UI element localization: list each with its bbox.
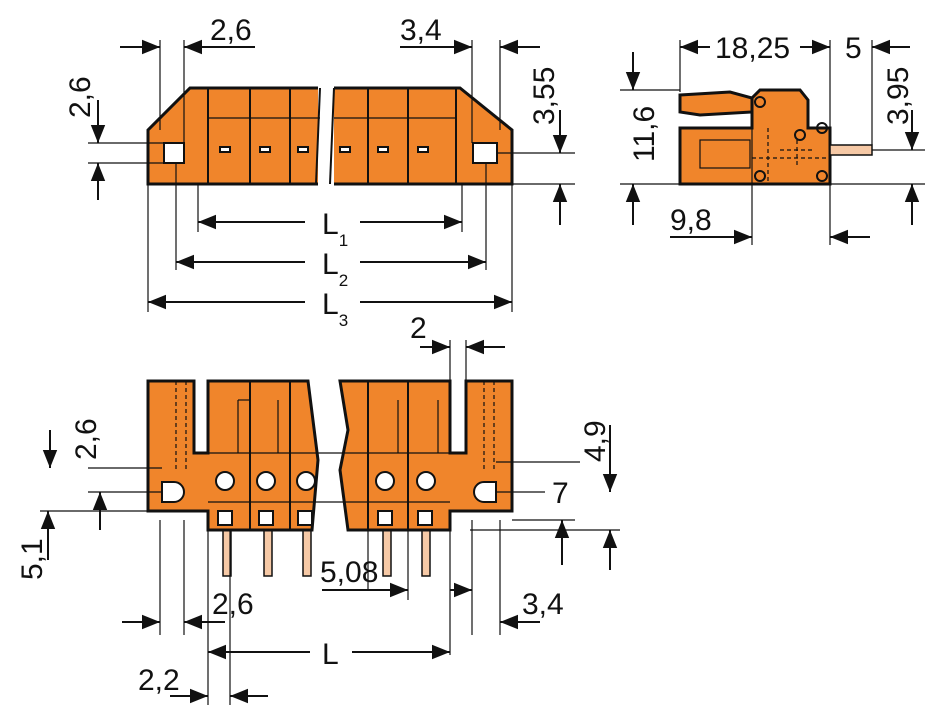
dim-side-pin-height: 3,95 <box>882 67 915 125</box>
side-view-dimensions: 18,25 5 11,6 3,95 9,8 <box>620 32 925 245</box>
side-view: 18,25 5 11,6 3,95 9,8 <box>620 32 925 245</box>
dim-front-right-offset: 3,4 <box>522 588 564 621</box>
dim-front-slot-height: 4,9 <box>579 420 612 462</box>
dim-front-mount-height: 5,1 <box>16 538 49 580</box>
front-view-dimensions: 2 2,6 5,1 4,9 7 5,08 <box>16 312 620 705</box>
top-view-body <box>146 84 514 188</box>
top-view: 2,6 3,4 2,6 3,55 L1 L2 L3 <box>64 14 575 330</box>
dim-front-pitch: 5,08 <box>320 556 378 589</box>
dim-top-left-height: 2,6 <box>64 76 97 118</box>
top-view-dimensions: 2,6 3,4 2,6 3,55 L1 L2 L3 <box>64 14 575 330</box>
dim-front-screw-height: 7 <box>552 477 569 510</box>
dim-l2: L2 <box>322 248 348 290</box>
dim-front-bottom-offset: 2,2 <box>138 664 180 697</box>
dim-top-left-offset: 2,6 <box>210 14 252 47</box>
dim-side-base-depth: 9,8 <box>670 204 712 237</box>
dim-l3: L3 <box>322 288 348 330</box>
dim-front-flange-gap: 2 <box>410 312 427 345</box>
front-view: 2 2,6 5,1 4,9 7 5,08 <box>16 312 620 705</box>
dim-front-left-pin-offset: 2,6 <box>212 588 254 621</box>
side-view-body <box>678 88 873 186</box>
dim-front-hole-offset: 2,6 <box>70 418 103 460</box>
dim-side-pin-length: 5 <box>845 32 862 65</box>
front-view-body <box>146 379 514 577</box>
dim-side-height: 11,6 <box>628 106 661 162</box>
dim-front-length: L <box>322 638 339 671</box>
dim-side-depth: 18,25 <box>715 32 790 65</box>
dim-top-right-height: 3,55 <box>528 67 561 125</box>
dim-top-right-offset: 3,4 <box>400 14 442 47</box>
dim-l1: L1 <box>322 208 348 250</box>
